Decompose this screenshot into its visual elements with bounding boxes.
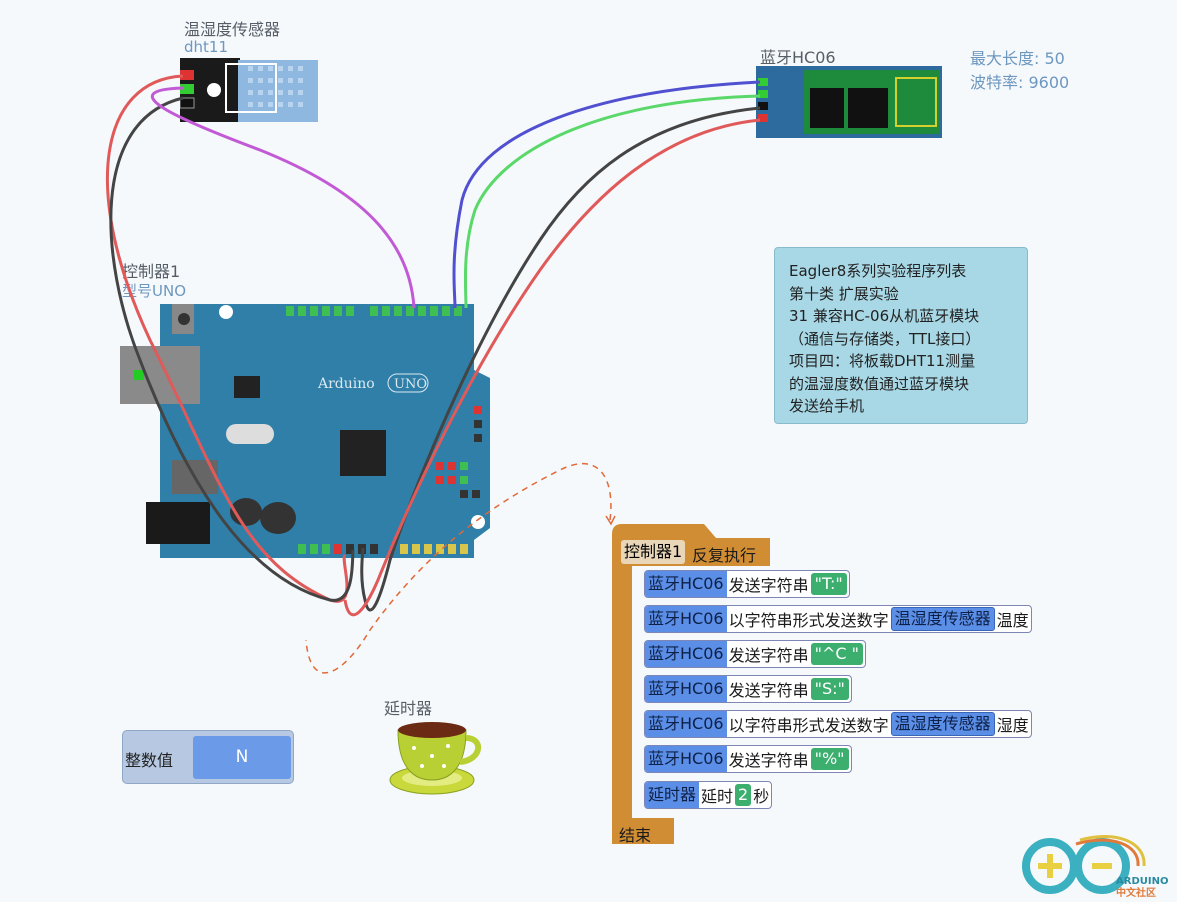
- arduino-uno-board[interactable]: Arduino UNO: [118, 300, 492, 562]
- controller-model: 型号UNO: [122, 282, 187, 300]
- loop-label: 反复执行: [692, 546, 757, 565]
- bluetooth-baud: 波特率: 9600: [970, 73, 1070, 92]
- block-delay-value[interactable]: 2: [735, 784, 752, 806]
- block-string-value[interactable]: "T:": [810, 573, 847, 595]
- bluetooth-max-length: 最大长度: 50: [970, 49, 1065, 68]
- block-action: 以字符串形式发送数字: [728, 716, 889, 735]
- block-send-humidity[interactable]: 蓝牙HC06 以字符串形式发送数字 温湿度传感器 湿度: [644, 710, 1032, 738]
- arduino-community-logo: ARDUINO 中文社区: [1022, 835, 1168, 899]
- wire-purple-sensor: [150, 86, 416, 309]
- logo-text-cn: 中文社区: [1116, 886, 1156, 899]
- sensor-model: dht11: [184, 38, 228, 56]
- block-action: 发送字符串: [728, 576, 809, 595]
- teacup-icon[interactable]: [388, 718, 482, 800]
- info-box: Eagler8系列实验程序列表 第十类 扩展实验 31 兼容HC-06从机蓝牙模…: [774, 247, 1028, 424]
- integer-value-block[interactable]: 整数值 N: [122, 730, 294, 784]
- sensor-title: 温湿度传感器: [184, 20, 281, 39]
- wire-black-bt: [360, 106, 761, 612]
- block-send-string-t[interactable]: 蓝牙HC06 发送字符串 "T:": [644, 570, 850, 598]
- block-delay-unit: 秒: [753, 787, 770, 806]
- wire-black-sensor: [109, 96, 355, 602]
- wire-red-bt: [343, 118, 761, 617]
- block-delay[interactable]: 延时器 延时 2 秒: [644, 781, 773, 809]
- block-sensor-field[interactable]: 湿度: [996, 716, 1029, 735]
- block-string-value[interactable]: "S:": [810, 678, 849, 700]
- block-send-string-percent[interactable]: 蓝牙HC06 发送字符串 "%": [644, 745, 852, 773]
- info-line: 发送给手机: [789, 397, 865, 415]
- block-device: 蓝牙HC06: [645, 676, 727, 702]
- block-action: 发送字符串: [728, 646, 809, 665]
- block-action: 发送字符串: [728, 681, 809, 700]
- flow-arrow: [305, 463, 612, 674]
- info-line: （通信与存储类，TTL接口）: [789, 329, 981, 348]
- info-line: 的温湿度数值通过蓝牙模块: [789, 374, 970, 393]
- block-send-string-s[interactable]: 蓝牙HC06 发送字符串 "S:": [644, 675, 852, 703]
- wire-red-sensor: [105, 74, 349, 603]
- info-line: 第十类 扩展实验: [789, 284, 899, 303]
- block-send-string-c[interactable]: 蓝牙HC06 发送字符串 "^C ": [644, 640, 866, 668]
- board-model: UNO: [394, 377, 427, 392]
- block-action: 发送字符串: [728, 751, 809, 770]
- info-line: 项目四：将板载DHT11测量: [789, 352, 976, 370]
- logo-text-en: ARDUINO: [1116, 876, 1168, 887]
- loop-device[interactable]: 控制器1: [621, 540, 686, 564]
- integer-value-label: 整数值: [125, 751, 174, 770]
- block-device: 蓝牙HC06: [645, 746, 727, 772]
- wire-blue-bt: [452, 80, 761, 309]
- wire-green-bt: [463, 94, 761, 309]
- info-line: Eagler8系列实验程序列表: [789, 262, 967, 280]
- dht11-sensor[interactable]: [180, 58, 320, 122]
- block-sensor-field[interactable]: 温度: [996, 611, 1029, 630]
- integer-value-field[interactable]: N: [193, 736, 291, 779]
- controller-title: 控制器1: [122, 262, 181, 281]
- bluetooth-title: 蓝牙HC06: [760, 48, 836, 67]
- block-sensor[interactable]: 温湿度传感器: [890, 607, 995, 631]
- block-send-temperature[interactable]: 蓝牙HC06 以字符串形式发送数字 温湿度传感器 温度: [644, 605, 1032, 633]
- block-device: 蓝牙HC06: [645, 606, 727, 632]
- block-sensor[interactable]: 温湿度传感器: [890, 712, 995, 736]
- loop-end-label: 结束: [619, 826, 652, 845]
- block-device: 蓝牙HC06: [645, 711, 727, 737]
- info-line: 31 兼容HC-06从机蓝牙模块: [789, 307, 980, 325]
- block-string-value[interactable]: "^C ": [810, 643, 863, 665]
- block-device: 蓝牙HC06: [645, 571, 727, 597]
- timer-title: 延时器: [384, 699, 433, 718]
- block-string-value[interactable]: "%": [810, 748, 849, 770]
- hc06-module[interactable]: [756, 66, 942, 138]
- block-action: 延时: [701, 787, 734, 806]
- board-brand: Arduino: [317, 376, 375, 392]
- block-device: 延时器: [645, 782, 700, 808]
- block-device: 蓝牙HC06: [645, 641, 727, 667]
- block-action: 以字符串形式发送数字: [728, 611, 889, 630]
